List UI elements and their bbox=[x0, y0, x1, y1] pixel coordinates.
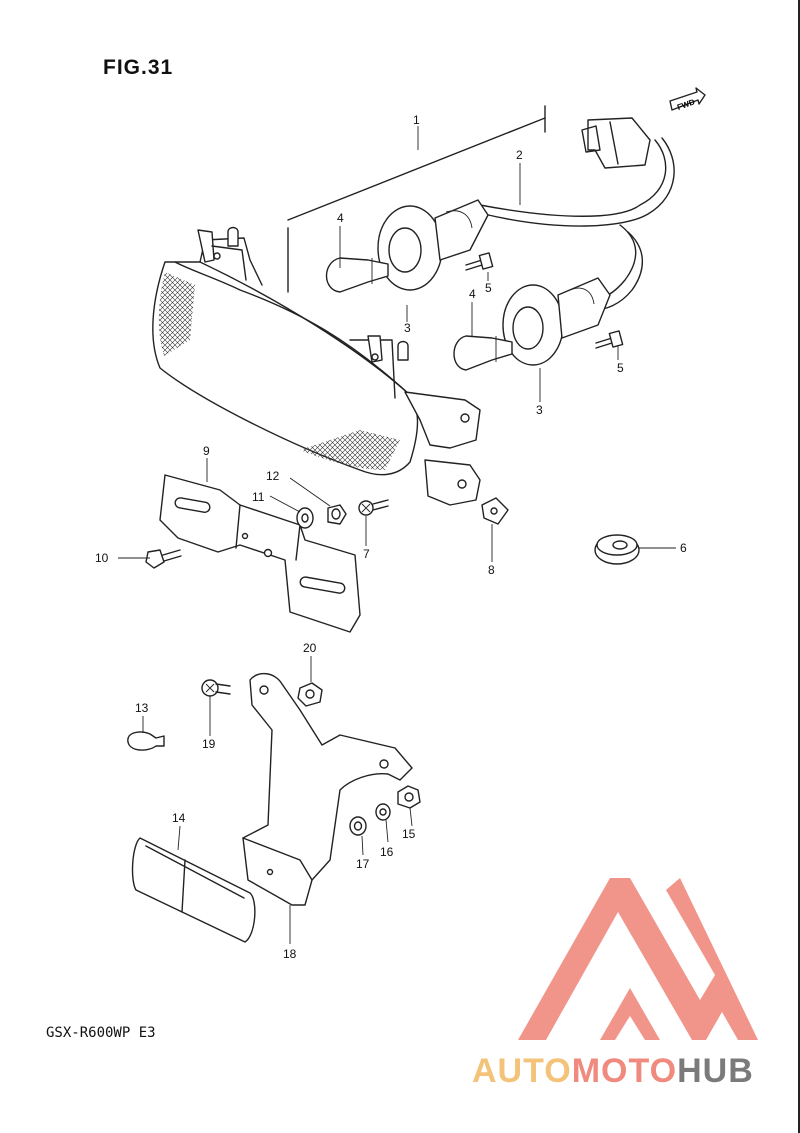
reference-numbers: 1 2 3 3 4 4 5 5 6 7 8 9 10 11 12 13 14 1… bbox=[95, 113, 687, 961]
ref-12: 12 bbox=[266, 469, 280, 483]
ref-6: 6 bbox=[680, 541, 687, 555]
license-bracket bbox=[159, 474, 361, 633]
leader-lines bbox=[118, 163, 676, 944]
screw-5-lower bbox=[595, 330, 624, 349]
screw-5-upper bbox=[465, 252, 494, 271]
ref-20: 20 bbox=[303, 641, 317, 655]
model-code: GSX-R600WP E3 bbox=[46, 1025, 156, 1041]
ref-10: 10 bbox=[95, 551, 109, 565]
ref-9: 9 bbox=[203, 444, 210, 458]
ref-2: 2 bbox=[516, 148, 523, 162]
ref-18: 18 bbox=[283, 947, 297, 961]
ref-4-lower: 4 bbox=[469, 287, 476, 301]
watermark-auto: AUTO bbox=[472, 1052, 572, 1090]
ref-15: 15 bbox=[402, 827, 416, 841]
figure-title: FIG.31 bbox=[103, 56, 174, 79]
nut-20 bbox=[297, 682, 323, 707]
ref-3-lower: 3 bbox=[536, 403, 543, 417]
nut-12 bbox=[327, 504, 347, 525]
washer-16 bbox=[375, 803, 391, 821]
ref-3-upper: 3 bbox=[404, 321, 411, 335]
socket-upper bbox=[377, 199, 489, 291]
bolt-10 bbox=[145, 549, 182, 569]
reflector-bracket bbox=[242, 673, 413, 906]
wiring-harness bbox=[479, 117, 675, 311]
reflector bbox=[131, 837, 256, 943]
automotohub-watermark-logo bbox=[518, 878, 758, 1040]
washer-17 bbox=[349, 816, 367, 836]
bulb-lower bbox=[453, 335, 513, 371]
ref-14: 14 bbox=[172, 811, 186, 825]
watermark-hub: HUB bbox=[677, 1052, 754, 1090]
ref-1: 1 bbox=[413, 113, 420, 127]
washer-11 bbox=[296, 507, 314, 529]
ref-11: 11 bbox=[252, 490, 265, 504]
screw-19 bbox=[201, 679, 231, 697]
ref-5-upper: 5 bbox=[485, 281, 492, 295]
clip-nut bbox=[481, 497, 509, 525]
ref-17: 17 bbox=[356, 857, 370, 871]
ref-16: 16 bbox=[380, 845, 394, 859]
page-frame-edge bbox=[798, 0, 800, 1133]
cap bbox=[127, 731, 165, 751]
screw-7 bbox=[358, 499, 389, 516]
watermark-moto: MOTO bbox=[572, 1052, 677, 1090]
ref-19: 19 bbox=[202, 737, 216, 751]
ref-7: 7 bbox=[363, 547, 370, 561]
watermark-brand: AUTOMOTOHUB bbox=[472, 1052, 754, 1090]
socket-lower bbox=[502, 277, 611, 366]
nut-15 bbox=[397, 785, 421, 809]
forward-direction-arrow: FWD bbox=[669, 87, 706, 112]
ref-5-lower: 5 bbox=[617, 361, 624, 375]
assembly-bracket-1 bbox=[287, 105, 546, 293]
grommet bbox=[594, 534, 640, 565]
tail-lamp-housing bbox=[152, 226, 481, 506]
ref-13: 13 bbox=[135, 701, 149, 715]
bulb-upper bbox=[325, 257, 389, 293]
ref-8: 8 bbox=[488, 563, 495, 577]
ref-4-upper: 4 bbox=[337, 211, 344, 225]
